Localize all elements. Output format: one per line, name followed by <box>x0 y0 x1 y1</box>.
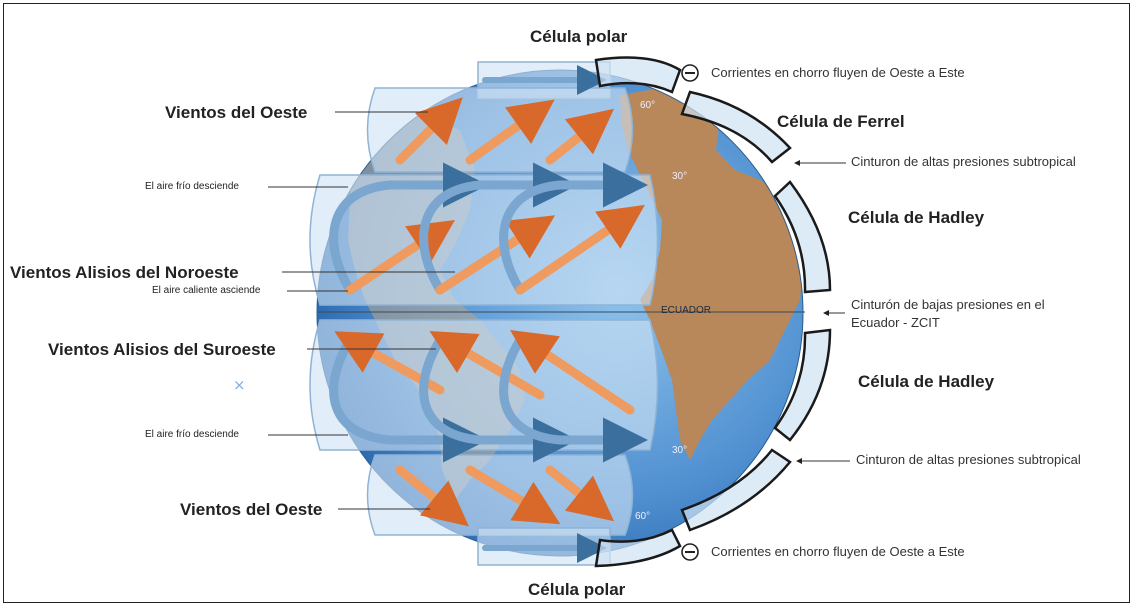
label-polar-cell-north: Célula polar <box>530 27 628 46</box>
jet-stream-symbol-south <box>681 543 699 561</box>
label-polar-cell-south: Célula polar <box>528 580 626 599</box>
latitude-30s: 30° <box>672 445 688 456</box>
label-southeast-trades: Vientos Alisios del Suroeste <box>48 340 276 359</box>
latitude-equator: ECUADOR <box>661 305 712 316</box>
label-subtropical-high-north: Cinturon de altas presiones subtropical <box>851 154 1076 169</box>
label-westerlies-north: Vientos del Oeste <box>165 103 308 122</box>
label-northeast-trades: Vientos Alisios del Noroeste <box>10 263 239 282</box>
label-jet-stream-south: Corrientes en chorro fluyen de Oeste a E… <box>711 544 965 559</box>
label-cold-air-descends-south: El aire frío desciende <box>145 429 239 440</box>
label-hadley-cell-north: Célula de Hadley <box>848 208 985 227</box>
label-equatorial-low-line2: Ecuador - ZCIT <box>851 315 940 330</box>
jet-stream-symbol-north <box>681 64 699 82</box>
label-jet-stream-north: Corrientes en chorro fluyen de Oeste a E… <box>711 65 965 80</box>
label-warm-air-rises: El aire caliente asciende <box>152 285 261 296</box>
label-westerlies-south: Vientos del Oeste <box>180 500 323 519</box>
circulation-arrows-north <box>329 65 648 295</box>
cell-outlines <box>594 56 832 568</box>
label-subtropical-high-south: Cinturon de altas presiones subtropical <box>856 452 1081 467</box>
label-ferrel-cell: Célula de Ferrel <box>777 112 905 131</box>
label-equatorial-low-line1: Cinturón de bajas presiones en el <box>851 297 1045 312</box>
latitude-60n: 60° <box>640 100 656 111</box>
label-cold-air-descends-north: El aire frío desciende <box>145 181 239 192</box>
leader-lines <box>268 111 850 510</box>
latitude-30n: 30° <box>672 171 688 182</box>
latitude-60s: 60° <box>635 511 651 522</box>
label-hadley-cell-south: Célula de Hadley <box>858 372 995 391</box>
circulation-arrows-south <box>329 330 648 563</box>
close-marker-icon: × <box>233 376 246 394</box>
